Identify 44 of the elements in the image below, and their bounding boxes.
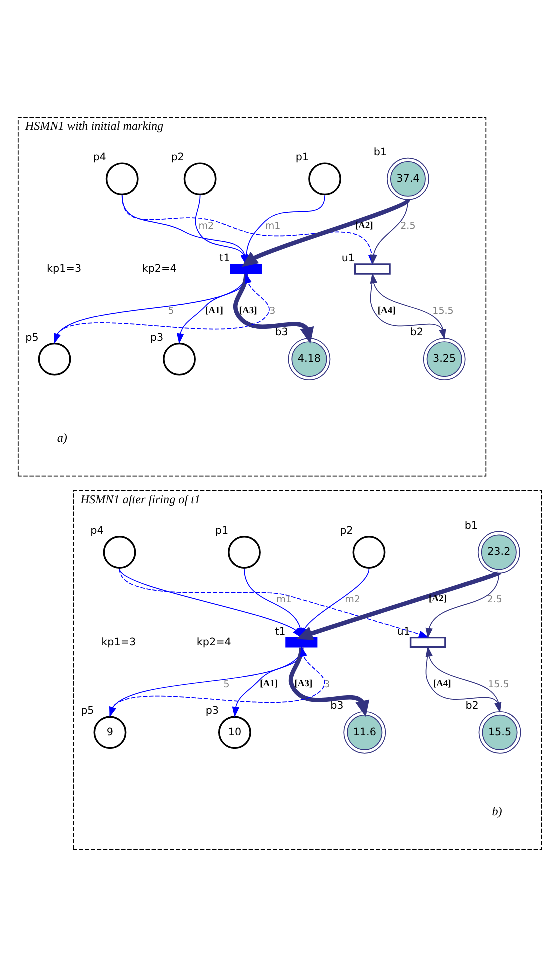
edge-label: 3	[270, 306, 276, 318]
label: kp1=3	[102, 636, 136, 648]
edge-label: [A2]	[355, 221, 374, 232]
node-label: u1	[342, 252, 356, 265]
node-label: b3	[275, 326, 288, 339]
label: kp2=4	[142, 262, 177, 275]
node-label: p3	[206, 705, 220, 718]
edge-label: 5	[224, 679, 230, 690]
edge-label: m1	[276, 594, 292, 606]
node-label: p1	[215, 524, 229, 537]
node-label: b2	[410, 326, 424, 339]
edge-label: [A4]	[378, 306, 396, 316]
edge-label: 5	[168, 306, 174, 318]
node-label: p4	[90, 524, 104, 537]
edge-label: [A2]	[428, 594, 447, 605]
node-label: t1	[275, 626, 286, 638]
edge-label: 2.5	[487, 594, 502, 606]
label: kp1=3	[47, 262, 82, 275]
node-label: p2	[171, 152, 184, 164]
node-label: b1	[374, 146, 388, 158]
node-label: p4	[93, 152, 106, 164]
edge-label: 3	[324, 679, 330, 690]
node-label: u1	[397, 626, 410, 638]
label: kp2=4	[196, 636, 232, 648]
edge-label: m2	[345, 594, 360, 606]
edge-label: m1	[265, 221, 281, 232]
node-label: p1	[296, 152, 310, 164]
node-label: b2	[466, 700, 479, 712]
node-label: p5	[26, 332, 39, 344]
node-label: p2	[340, 524, 354, 537]
edge-label: [A1]	[206, 306, 224, 316]
edge-label: m2	[198, 221, 214, 232]
edge-label: [A4]	[433, 680, 452, 690]
node-label: p5	[81, 705, 94, 718]
edge-label: 15.5	[432, 306, 454, 318]
node-label: p3	[150, 332, 164, 344]
edge-label: [A3]	[294, 680, 313, 690]
edge-label: [A3]	[239, 306, 258, 316]
edge-label: 2.5	[400, 221, 416, 232]
node-label: t1	[220, 252, 230, 265]
node-label: b3	[330, 700, 344, 712]
node-label: b1	[464, 520, 478, 532]
edge-label: [A1]	[260, 680, 278, 690]
edge-label: 15.5	[488, 679, 510, 690]
